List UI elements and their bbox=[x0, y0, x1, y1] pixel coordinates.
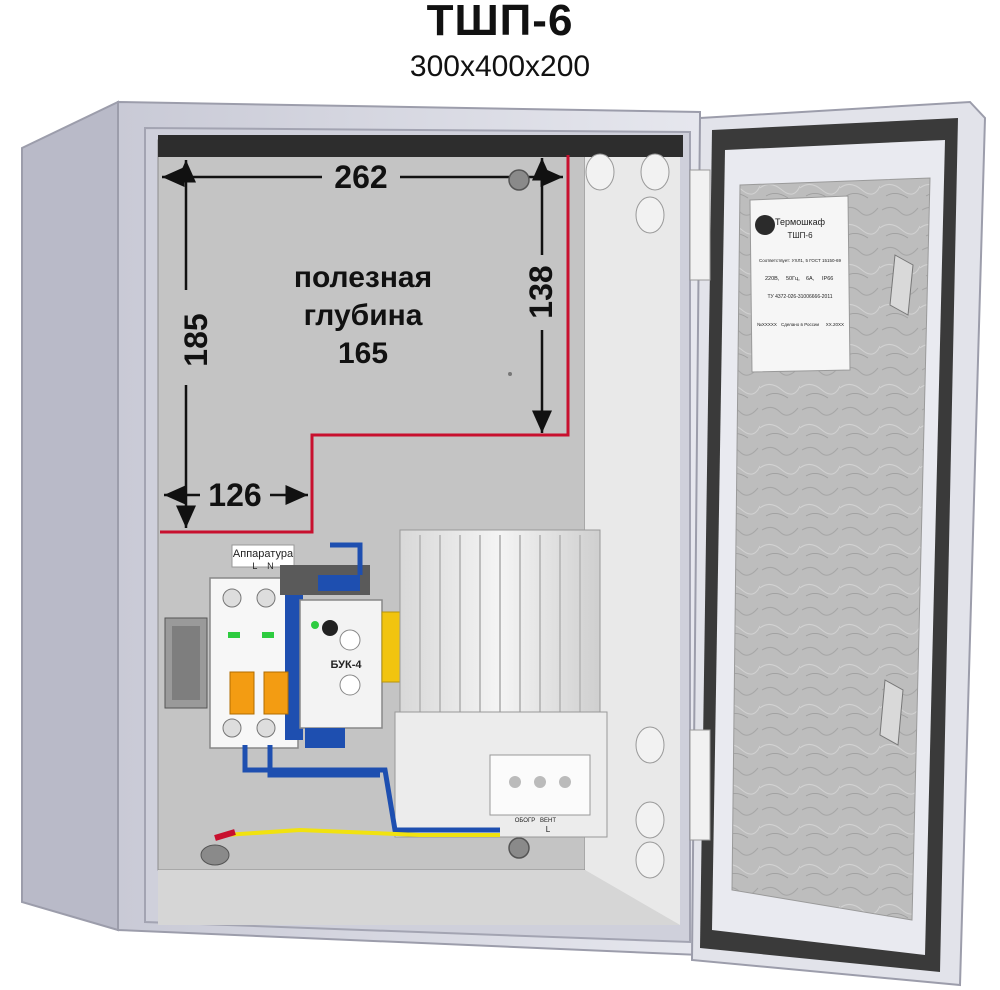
depth-label-line1: полезная bbox=[294, 261, 432, 294]
nameplate-brand: Термошкаф bbox=[775, 217, 826, 227]
nameplate-line2a: 220В, bbox=[765, 276, 780, 282]
buk-4-controller bbox=[280, 565, 409, 748]
height-dimension: 185 bbox=[178, 313, 214, 366]
terminal-label-l: L bbox=[546, 825, 551, 834]
circuit-breaker bbox=[209, 544, 303, 749]
depth-value: 165 bbox=[338, 337, 388, 370]
apparatus-label: Аппаратура bbox=[233, 548, 294, 560]
nameplate-line2d: IP66 bbox=[822, 276, 833, 282]
nameplate-line2b: 50Гц, bbox=[786, 276, 800, 282]
nameplate-line2c: 6А, bbox=[806, 276, 815, 282]
apparatus-ln-label: L N bbox=[252, 561, 273, 571]
nameplate-serial-left: №XXXXX bbox=[757, 322, 777, 327]
mounting-bolts bbox=[508, 153, 670, 879]
nameplate-line3: ТУ 4372-026-31006666-2011 bbox=[767, 294, 832, 300]
wiring bbox=[200, 542, 500, 866]
terminal-label-2: ВЕНТ bbox=[540, 818, 556, 824]
terminal-label-1: ОБОГР bbox=[515, 818, 535, 824]
bottom-width-dimension: 126 bbox=[208, 477, 261, 513]
width-dimension: 262 bbox=[334, 159, 387, 195]
nameplate bbox=[749, 195, 851, 373]
usable-space-outline bbox=[160, 155, 570, 534]
product-size: 300x400x200 bbox=[409, 50, 591, 83]
nameplate-serial-right: XX.20XX bbox=[826, 322, 844, 327]
nameplate-line1: Соответствует: УХЛ1, 5 ГОСТ 15150-69 bbox=[759, 258, 842, 263]
dimension-lines bbox=[162, 158, 563, 528]
heater bbox=[394, 529, 608, 838]
depth-label-line2: глубина bbox=[304, 299, 423, 332]
buk-label: БУК-4 bbox=[331, 659, 363, 671]
nameplate-serial-mid: Сделано в России bbox=[781, 322, 820, 327]
din-rail-clamp bbox=[164, 617, 208, 709]
product-title: ТШП-6 bbox=[426, 0, 574, 45]
right-height-dimension: 138 bbox=[523, 265, 559, 318]
nameplate-model: ТШП-6 bbox=[787, 231, 813, 240]
